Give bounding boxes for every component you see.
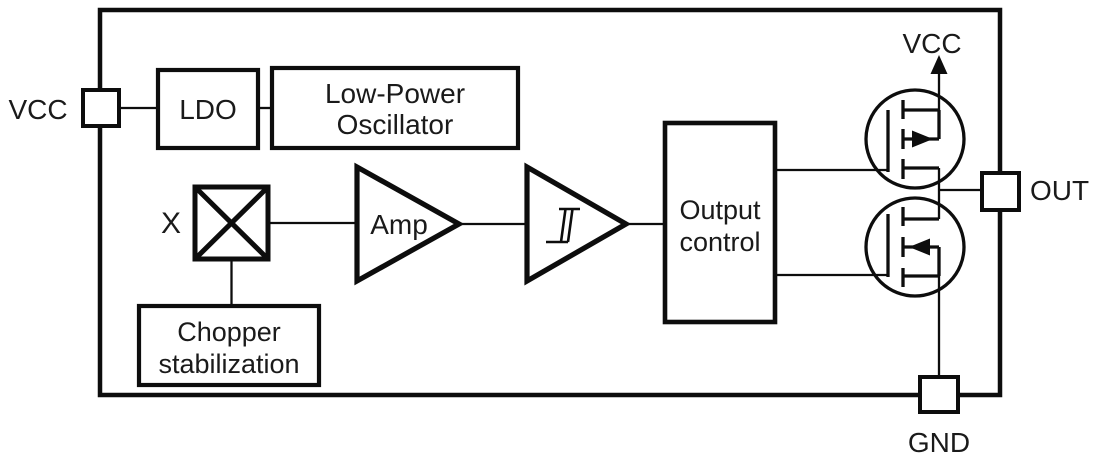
wires	[119, 68, 982, 377]
pins	[81, 88, 1021, 414]
multiplier-diagonals	[193, 185, 270, 261]
blocks	[136, 65, 778, 388]
oscillator-label-line1: Low-Power	[325, 78, 465, 109]
vcc-arrow-icon	[930, 55, 948, 74]
oscillator-label-line2: Oscillator	[337, 109, 454, 140]
nmos-transistor-icon	[864, 196, 966, 298]
chopper-label-line1: Chopper	[177, 317, 281, 347]
output-control-label-line1: Output	[679, 195, 761, 225]
pmos-arrow	[912, 130, 933, 148]
out-label: OUT	[1030, 175, 1089, 206]
multiplier-label: X	[161, 207, 181, 240]
out-pin	[980, 171, 1021, 212]
ldo-label: LDO	[179, 94, 237, 125]
output-control-label-line2: control	[679, 227, 760, 257]
labels: VCC LDO Low-Power Oscillator X Amp Chopp…	[8, 28, 1089, 458]
linework	[81, 7, 1021, 414]
amp-triangle	[354, 162, 465, 286]
hysteresis-icon	[546, 207, 580, 244]
output-control-block	[662, 120, 778, 325]
nmos-arrow	[909, 238, 930, 256]
vcc-top-label: VCC	[902, 28, 961, 59]
buffer-symbols	[354, 162, 632, 286]
vcc-left-label: VCC	[8, 94, 67, 125]
gnd-label: GND	[908, 427, 970, 458]
gnd-pin	[918, 375, 960, 414]
amp-label: Amp	[370, 209, 428, 240]
pmos-transistor-icon	[864, 88, 966, 190]
pmos-body-circle	[864, 88, 966, 190]
schmitt-triangle	[524, 162, 632, 286]
multiplier-x-icon	[192, 184, 271, 262]
nmos-body-circle	[864, 196, 966, 298]
chopper-block	[136, 303, 322, 388]
ldo-block	[155, 67, 261, 151]
chopper-label-line2: stabilization	[158, 349, 299, 379]
oscillator-block	[269, 65, 521, 151]
vcc-left-pin	[81, 88, 121, 128]
